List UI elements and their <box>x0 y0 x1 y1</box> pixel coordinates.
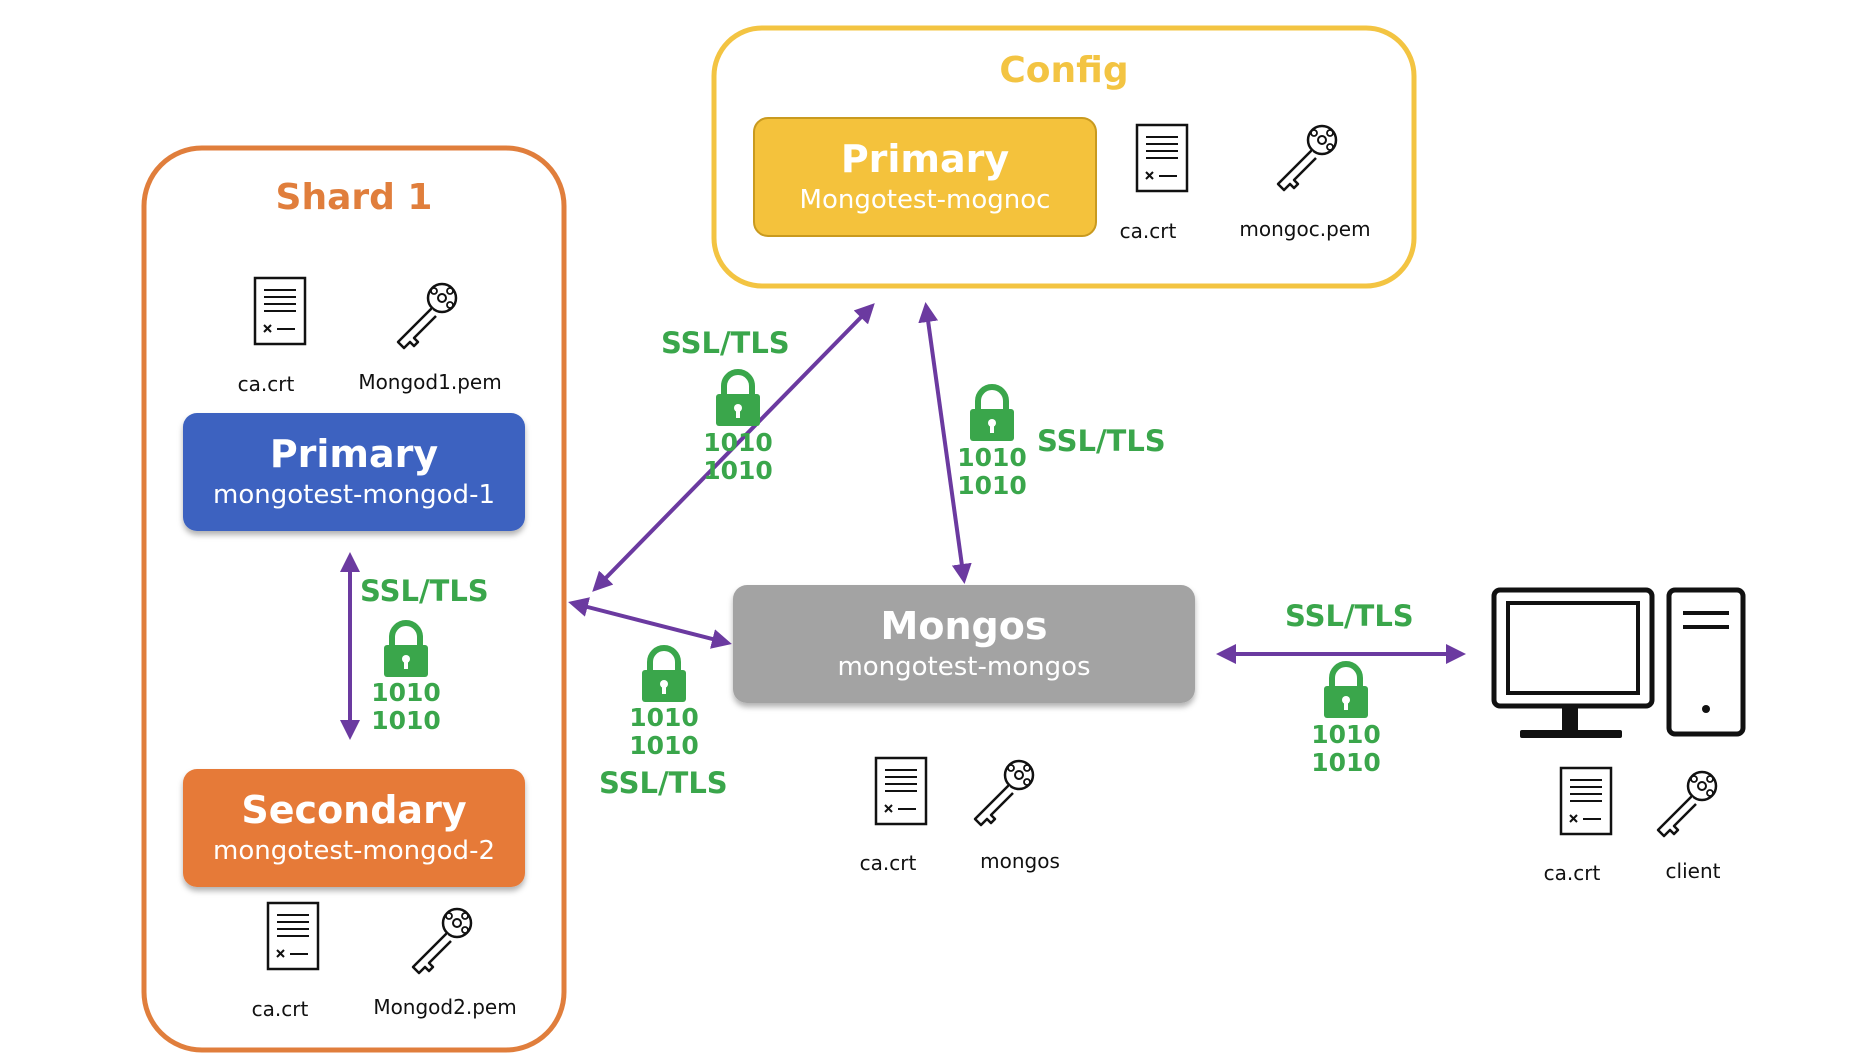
binary-line: 1010 <box>703 428 773 457</box>
key-icon <box>973 759 1035 827</box>
key-icon <box>1276 124 1338 192</box>
binary-line: 1010 <box>957 471 1027 500</box>
ssl-tls-label: SSL/TLS <box>360 574 489 608</box>
config-key-label: mongoc.pem <box>1239 217 1370 241</box>
binary-line: 1010 <box>957 443 1027 472</box>
mongos-ca-label: ca.crt <box>860 851 917 875</box>
binary-line: 1010 <box>703 456 773 485</box>
config-primary-title: Primary <box>841 137 1010 181</box>
config-ca-label: ca.crt <box>1120 219 1177 243</box>
desktop-computer-icon <box>1491 587 1746 738</box>
shard-group-frame <box>141 145 567 1053</box>
lock-icon <box>642 648 686 702</box>
certificate-icon <box>253 276 307 346</box>
shard-group-title: Shard 1 <box>276 177 433 218</box>
shard-secondary-title: Secondary <box>241 788 466 832</box>
key-icon <box>411 907 473 975</box>
mongos-title: Mongos <box>881 604 1048 648</box>
mongos-key-label: mongos <box>980 849 1060 873</box>
config-primary-subtitle: Mongotest-mognoc <box>800 185 1051 215</box>
client-ca-label: ca.crt <box>1544 861 1601 885</box>
shard-secondary-key-label: Mongod2.pem <box>373 995 516 1019</box>
shard-primary-subtitle: mongotest-mongod-1 <box>213 480 495 510</box>
config-group-frame <box>711 25 1417 289</box>
mongos-subtitle: mongotest-mongos <box>837 652 1090 682</box>
shard-secondary-node <box>183 769 525 887</box>
certificate-icon <box>874 756 928 826</box>
ssl-tls-label: SSL/TLS <box>599 766 728 800</box>
key-icon <box>1656 770 1718 838</box>
lock-icon <box>384 623 428 677</box>
shard-secondary-ca-label: ca.crt <box>252 997 309 1021</box>
config-group-title: Config <box>999 50 1128 91</box>
binary-line: 1010 <box>371 678 441 707</box>
shard-secondary-subtitle: mongotest-mongod-2 <box>213 836 495 866</box>
binary-line: 1010 <box>1311 748 1381 777</box>
binary-line: 1010 <box>629 731 699 760</box>
config-primary-node <box>753 117 1097 237</box>
client-key-label: client <box>1666 859 1721 883</box>
certificate-icon <box>1559 766 1613 836</box>
lock-icon <box>1324 664 1368 718</box>
ssl-tls-label: SSL/TLS <box>1037 424 1166 458</box>
binary-line: 1010 <box>629 703 699 732</box>
lock-icon <box>970 387 1014 441</box>
connection-shard-config <box>592 303 875 592</box>
certificate-icon <box>266 901 320 971</box>
shard-primary-ca-label: ca.crt <box>238 372 295 396</box>
key-icon <box>396 282 458 350</box>
connection-config-mongos <box>918 302 972 584</box>
binary-line: 1010 <box>1311 720 1381 749</box>
binary-line: 1010 <box>371 706 441 735</box>
shard-primary-node <box>183 413 525 531</box>
ssl-tls-label: SSL/TLS <box>1285 599 1414 633</box>
certificate-icon <box>1135 123 1189 193</box>
shard-primary-key-label: Mongod1.pem <box>358 370 501 394</box>
mongos-node <box>733 585 1195 703</box>
connection-shard-mongos <box>568 597 732 649</box>
ssl-tls-label: SSL/TLS <box>661 326 790 360</box>
lock-icon <box>716 372 760 426</box>
shard-primary-title: Primary <box>270 432 439 476</box>
